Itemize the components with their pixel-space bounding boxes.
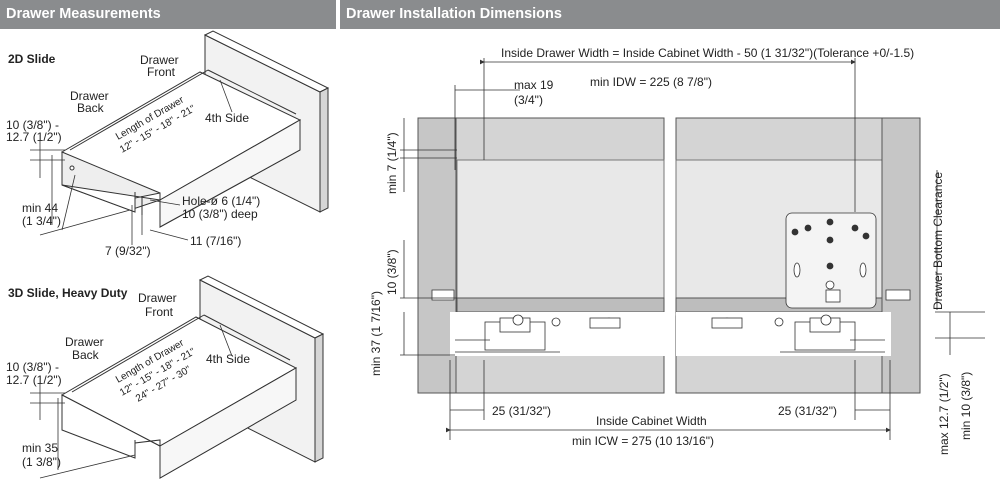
- drawer-front-label-3d: Drawer: [138, 291, 177, 305]
- cabinet-diagram: [417, 110, 921, 400]
- dim-lines-install: [400, 58, 985, 440]
- max19-label-line2: (3/4"): [514, 93, 543, 107]
- left-dim-2d-line2: 12.7 (1/2"): [6, 130, 62, 144]
- hole-label: Hole-ø 6 (1/4"): [182, 194, 260, 208]
- header-drawer-measurements: Drawer Measurements: [0, 0, 336, 29]
- slide3d-title: 3D Slide, Heavy Duty: [8, 286, 128, 300]
- drawer-front-label-3d-line2: Front: [145, 305, 174, 319]
- left-dim-3d-line2: 12.7 (1/2"): [6, 373, 62, 387]
- max127-label: max 12.7 (1/2"): [937, 373, 951, 455]
- max19-label: max 19: [514, 78, 554, 92]
- min-dim-2d: min 44: [22, 201, 58, 215]
- hole-label-line2: 10 (3/8") deep: [182, 207, 258, 221]
- left-dim-2d: 10 (3/8") -: [6, 118, 59, 132]
- fourth-side-label-3d: 4th Side: [206, 352, 250, 366]
- drawer-back-label-3d: Drawer: [65, 335, 104, 349]
- min-dim-3d-line2: (1 3/8"): [22, 455, 61, 469]
- drawer-front-label-2d: Drawer: [140, 53, 179, 67]
- drawer-bottom-clearance-label: Drawer Bottom Clearance: [931, 172, 945, 310]
- inside-cabinet-width-label: Inside Cabinet Width: [596, 414, 707, 428]
- dim-lines-3d: [30, 324, 233, 479]
- fourth-side-label-2d: 4th Side: [205, 111, 249, 125]
- screws: [431, 289, 911, 301]
- drawer-back-label-2d: Drawer: [70, 89, 109, 103]
- drawer-2d-drawing: [60, 30, 330, 228]
- dim25-right-label: 25 (31/32"): [778, 404, 837, 418]
- min-dim-2d-line2: (1 3/4"): [22, 214, 61, 228]
- dim-7-label: 7 (9/32"): [105, 244, 151, 258]
- dim-11-label: 11 (7/16"): [190, 234, 241, 248]
- min-dim-3d: min 35: [22, 441, 58, 455]
- drawer-back-label-2d-line2: Back: [77, 101, 105, 115]
- slide-runner-left: [455, 314, 621, 353]
- dim-10-label: 10 (3/8"): [385, 249, 399, 295]
- slide2d-title: 2D Slide: [8, 52, 56, 66]
- dim-lines-2d: [30, 79, 233, 245]
- min-icw-label: min ICW = 275 (10 13/16"): [572, 434, 714, 448]
- dim25-left-label: 25 (31/32"): [492, 404, 551, 418]
- min37-label: min 37 (1 7/16"): [369, 291, 383, 376]
- min-idw-label: min IDW = 225 (8 7/8"): [590, 75, 712, 89]
- drawer-3d-drawing: [60, 275, 325, 479]
- min10-label: min 10 (3/8"): [959, 372, 973, 440]
- min7-label: min 7 (1/4"): [385, 132, 399, 194]
- left-dim-3d: 10 (3/8") -: [6, 360, 59, 374]
- locking-bracket: [785, 212, 877, 309]
- drawer-back-label-3d-line2: Back: [72, 348, 100, 362]
- slide-runner-right: [711, 314, 885, 353]
- inside-drawer-width-label: Inside Drawer Width = Inside Cabinet Wid…: [501, 46, 914, 60]
- header-drawer-installation-dimensions: Drawer Installation Dimensions: [340, 0, 1000, 29]
- drawer-front-label-2d-line2: Front: [147, 65, 176, 79]
